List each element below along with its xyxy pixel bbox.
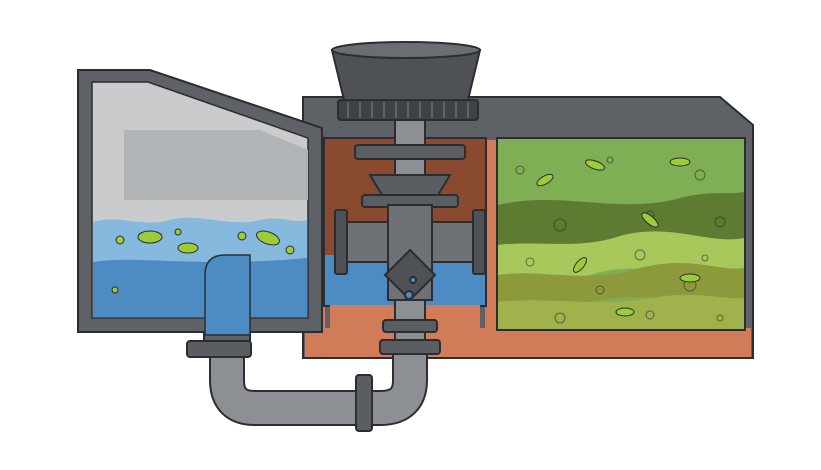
connecting-pipe bbox=[186, 339, 441, 432]
soil-layer-4 bbox=[498, 263, 744, 305]
inlet-tank bbox=[77, 69, 323, 347]
filter-bed bbox=[496, 137, 746, 331]
terracotta-base bbox=[305, 328, 751, 357]
vent-cap bbox=[330, 41, 482, 121]
outlet-elbow bbox=[204, 254, 251, 336]
water-deep bbox=[93, 258, 307, 317]
distribution-pipe bbox=[334, 117, 486, 349]
